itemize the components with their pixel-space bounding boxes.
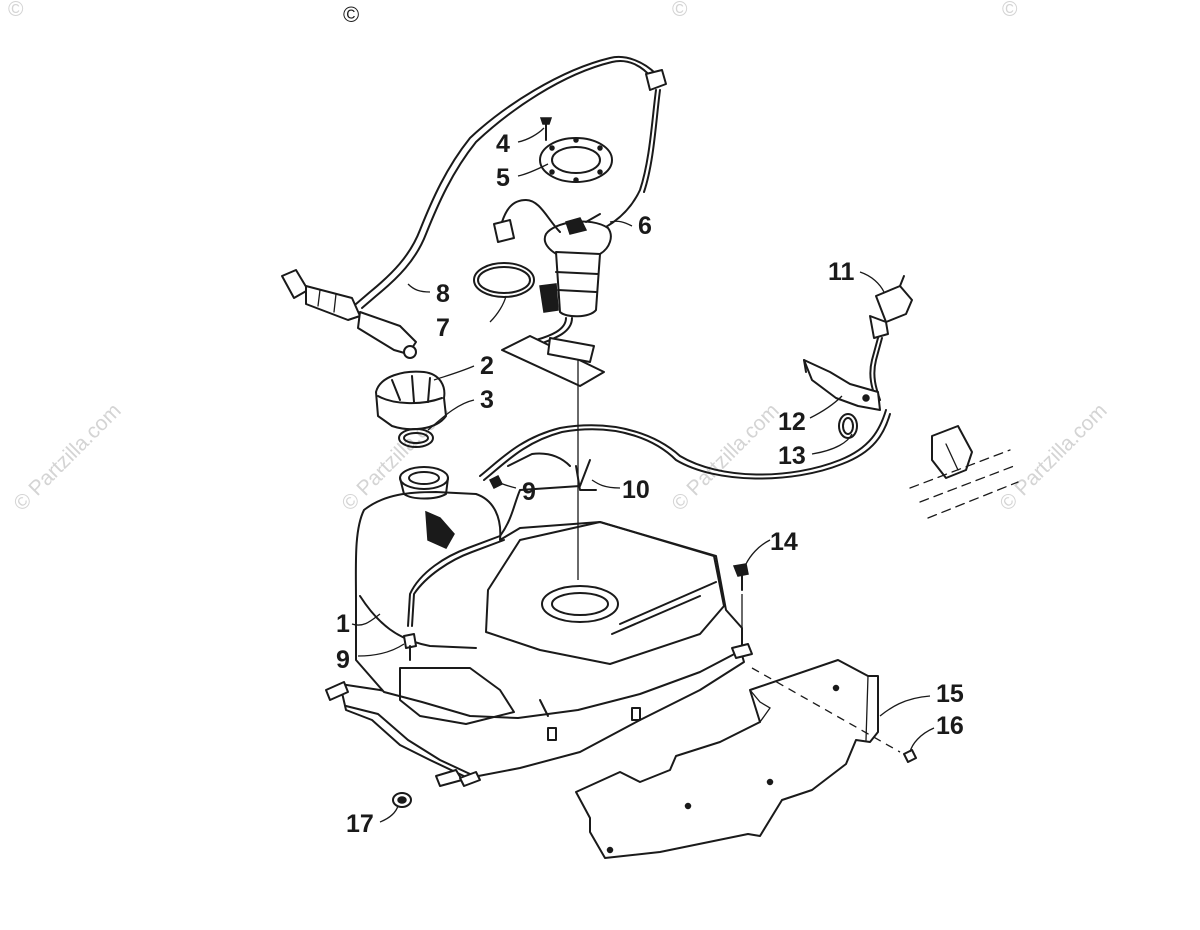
o-ring-part xyxy=(473,262,535,298)
retainer-ring-part xyxy=(539,137,613,183)
watermark-copyright-top-mid: © xyxy=(672,0,688,21)
callout-2: 2 xyxy=(480,352,494,380)
callout-17: 17 xyxy=(346,810,374,838)
callout-7: 7 xyxy=(436,314,450,342)
push-rivet-part xyxy=(732,563,749,640)
callout-4: 4 xyxy=(496,130,510,158)
callout-leaders xyxy=(351,127,935,823)
fuel-line-part xyxy=(281,56,667,359)
watermark-center: © Partzilla.com xyxy=(667,399,783,515)
callout-1: 1 xyxy=(336,610,350,638)
watermark-right: © Partzilla.com xyxy=(995,399,1111,515)
callout-9-lower: 9 xyxy=(336,646,350,674)
watermark-copyright-top-left: © xyxy=(8,0,24,21)
callout-10: 10 xyxy=(622,476,650,504)
fuel-pump-part xyxy=(493,199,612,355)
vent-hose-part xyxy=(407,409,891,627)
heat-shield-part xyxy=(575,659,879,859)
copyright-mark-top: © xyxy=(343,2,359,27)
callout-16: 16 xyxy=(936,712,964,740)
callout-13: 13 xyxy=(778,442,806,470)
callout-14: 14 xyxy=(770,528,798,556)
drain-plug-part xyxy=(392,792,412,808)
callout-12: 12 xyxy=(778,408,806,436)
inline-filter-part xyxy=(869,275,913,401)
shield-screw-part xyxy=(751,667,917,763)
callout-9-upper: 9 xyxy=(522,478,536,506)
screw-part xyxy=(539,117,553,141)
filter-bracket-part xyxy=(803,359,881,411)
hose-clamp-part xyxy=(838,413,858,439)
callout-8: 8 xyxy=(436,280,450,308)
cap-gasket-part xyxy=(398,428,434,448)
callout-labels: 1 2 3 4 5 6 7 8 9 9 10 11 12 13 14 15 16… xyxy=(336,130,964,838)
callout-15: 15 xyxy=(936,680,964,708)
callout-5: 5 xyxy=(496,164,510,192)
callout-6: 6 xyxy=(638,212,652,240)
watermark-left: © Partzilla.com xyxy=(9,399,125,515)
frame-mount-part xyxy=(909,425,1019,519)
callout-3: 3 xyxy=(480,386,494,414)
pump-plate-part xyxy=(501,335,605,580)
watermark-copyright-top-right: © xyxy=(1002,0,1018,21)
fuel-cap-part xyxy=(375,370,447,431)
fuel-tank-part xyxy=(325,466,753,787)
grommet-part xyxy=(403,474,504,661)
callout-11: 11 xyxy=(828,258,855,286)
